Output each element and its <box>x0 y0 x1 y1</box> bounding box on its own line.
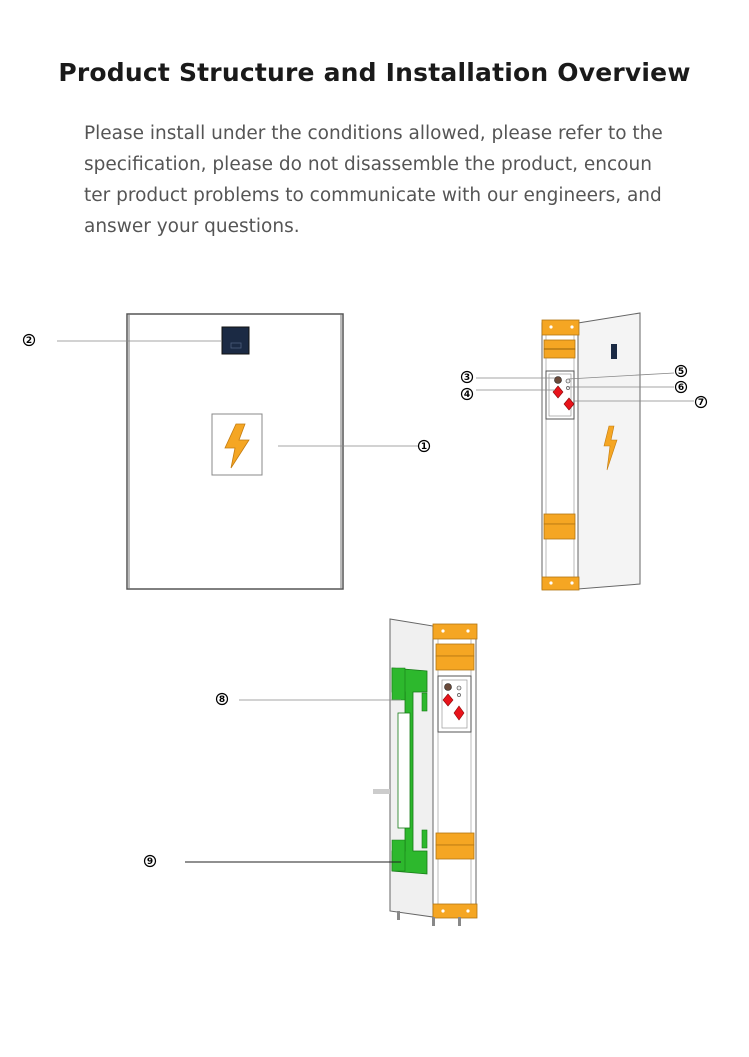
callout-label: 8 <box>219 695 225 705</box>
battery-front-view <box>126 313 344 590</box>
callout-6: 6 <box>568 380 688 394</box>
description-line: ter product problems to communicate with… <box>84 185 662 206</box>
callout-8: 8 <box>215 692 401 706</box>
description-line: Please install under the conditions allo… <box>84 123 663 144</box>
callout-label: 1 <box>421 442 427 452</box>
description-line: specification, please do not disassemble… <box>84 154 652 175</box>
page-description: Please install under the conditions allo… <box>84 118 714 242</box>
callout-7: 7 <box>574 395 708 409</box>
battery-angled-view <box>541 312 641 591</box>
callout-4: 4 <box>460 387 555 401</box>
terminal-icon <box>437 675 472 733</box>
callout-label: 9 <box>147 857 153 867</box>
display-screen-icon <box>221 326 250 355</box>
battery-mounting-view <box>373 618 478 926</box>
callout-2: 2 <box>22 333 222 347</box>
callout-label: 7 <box>698 398 704 408</box>
callout-1: 1 <box>278 439 431 453</box>
callout-label: 2 <box>26 336 32 346</box>
lightning-icon <box>211 413 263 476</box>
page-title: Product Structure and Installation Overv… <box>58 58 691 87</box>
callout-3: 3 <box>460 370 555 384</box>
callout-label: 4 <box>464 390 470 400</box>
callout-9: 9 <box>143 854 401 868</box>
callout-label: 6 <box>678 383 684 393</box>
callout-label: 5 <box>678 367 684 377</box>
wall-bracket <box>391 667 428 875</box>
description-line: answer your questions. <box>84 216 300 237</box>
callout-5: 5 <box>567 364 688 380</box>
callout-label: 3 <box>464 373 470 383</box>
